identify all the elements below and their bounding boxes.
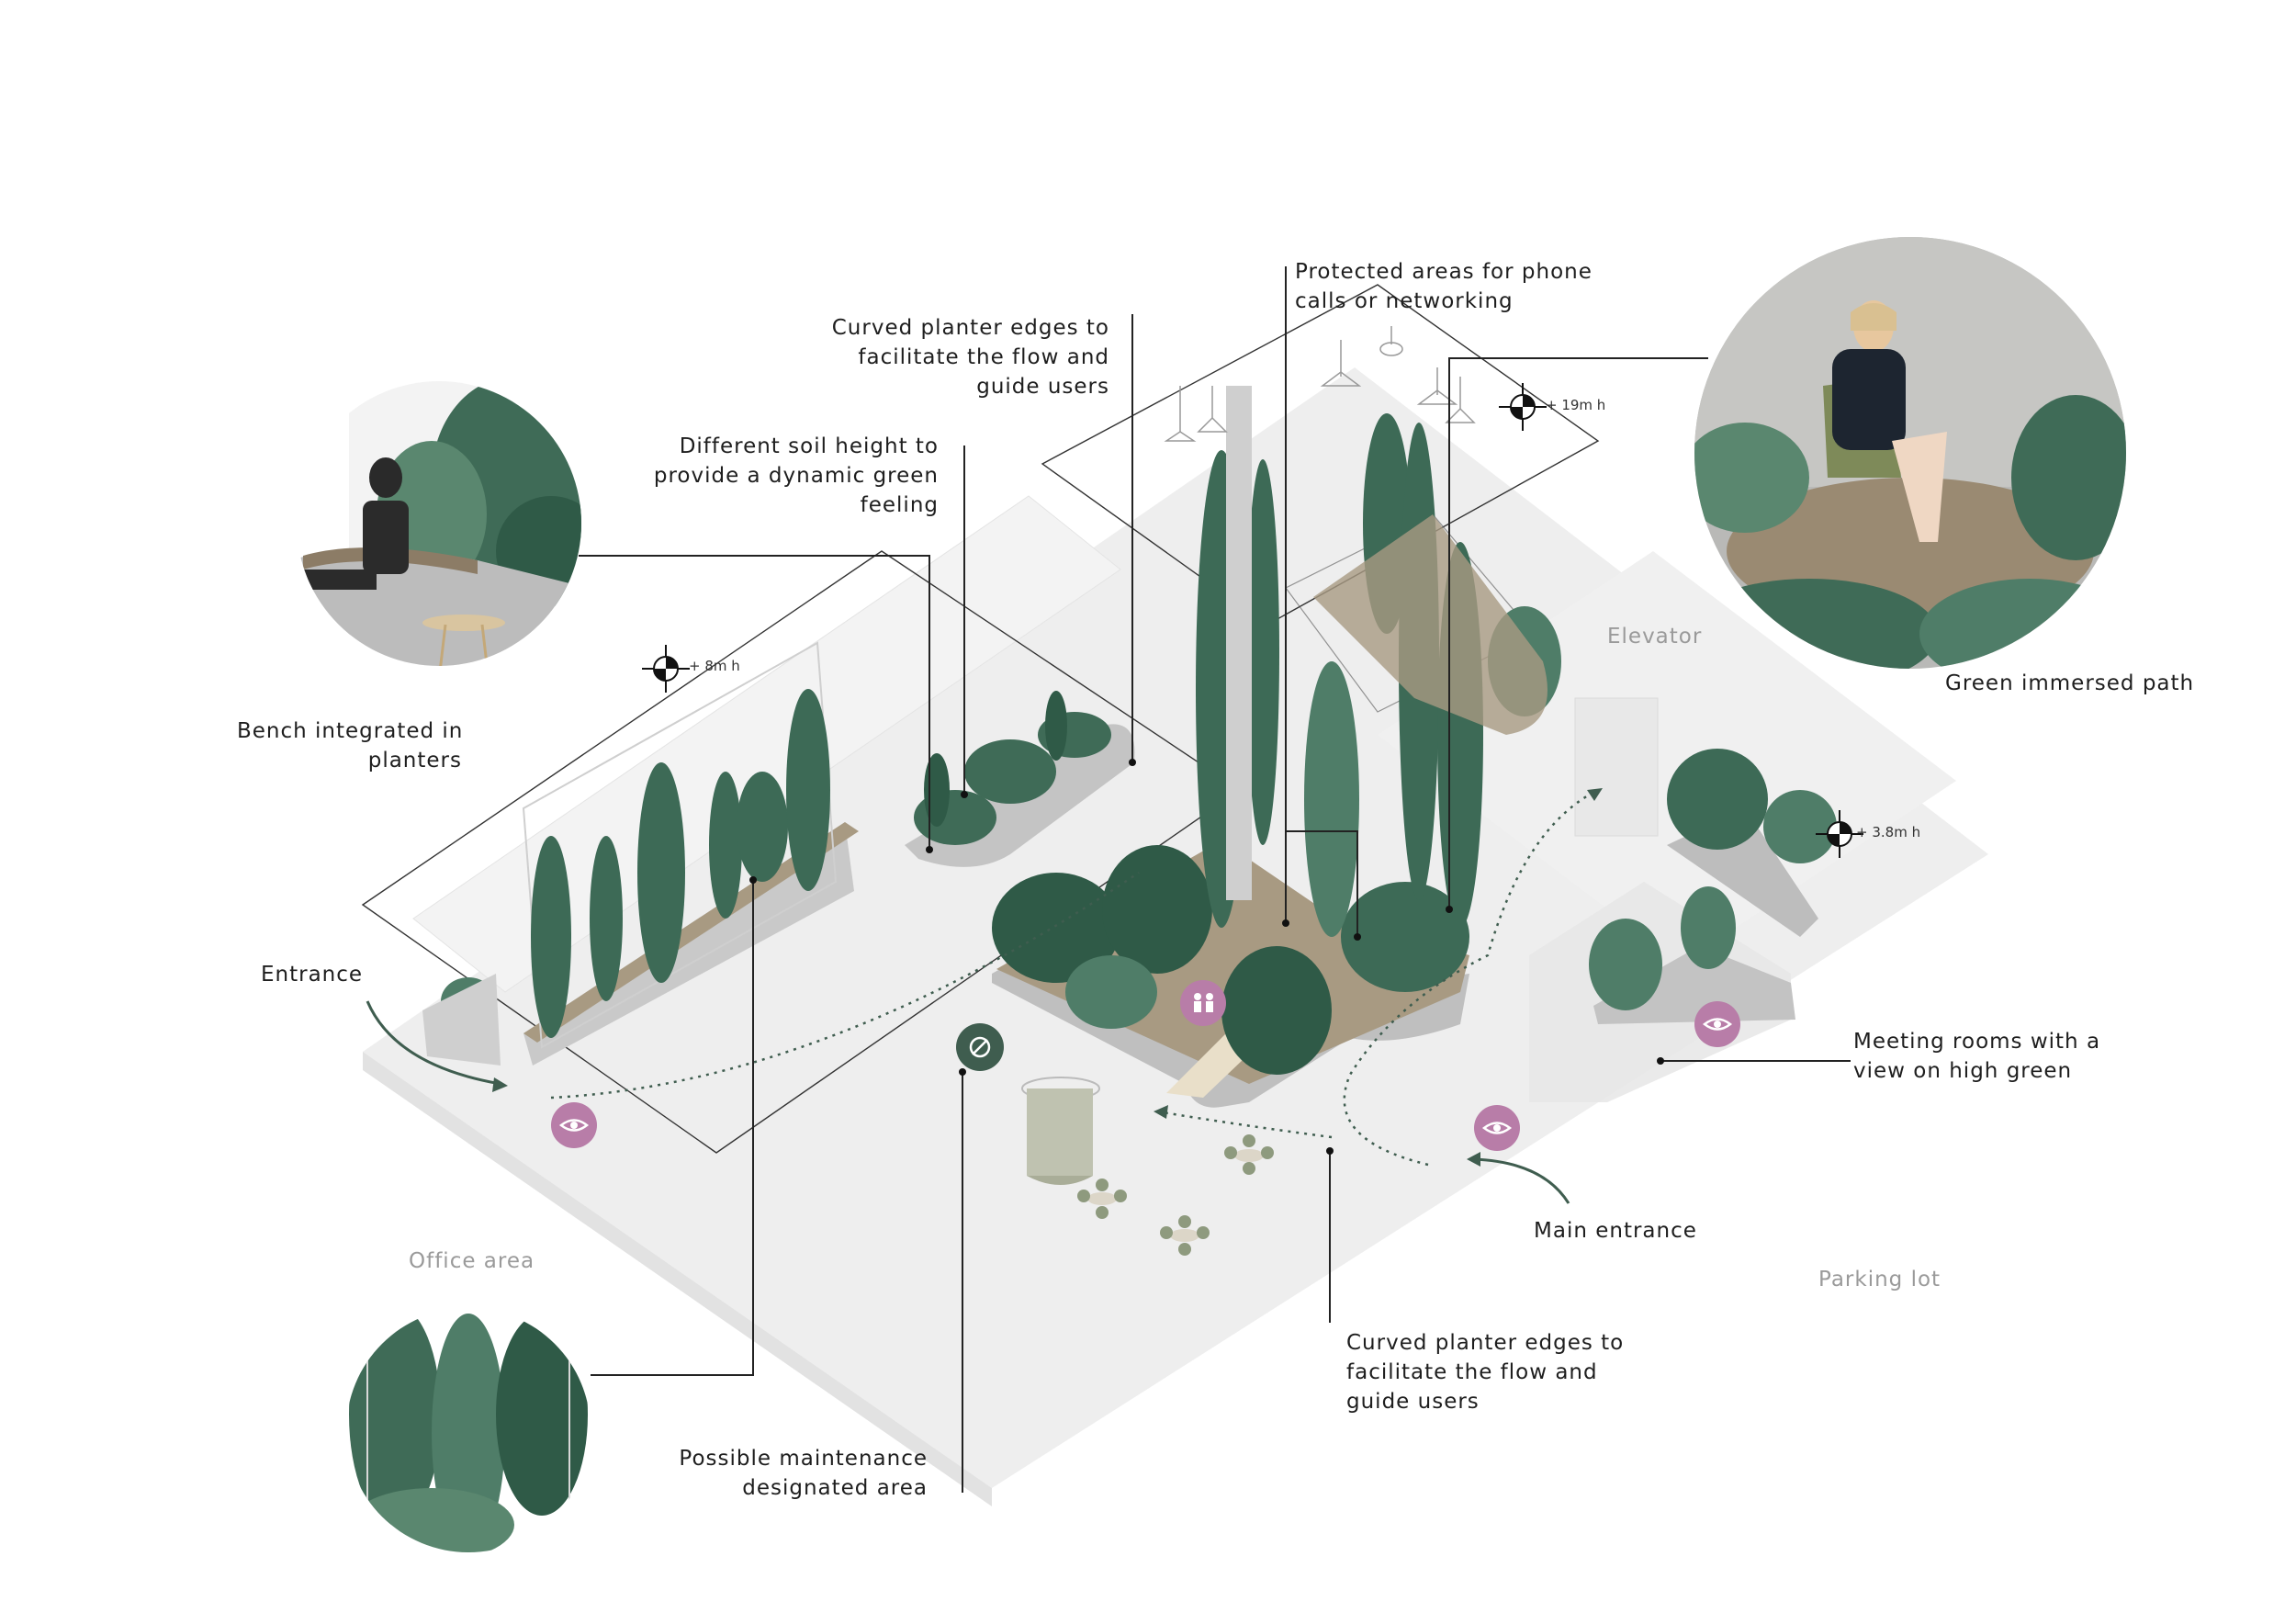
eye-icon (1474, 1105, 1520, 1151)
maintenance-icon (956, 1023, 1004, 1071)
leader-lines (579, 266, 1851, 1493)
label-soil-line: provide a dynamic green (653, 464, 939, 488)
people-icon (1180, 980, 1226, 1026)
label-maintenance-line: designated area (742, 1476, 928, 1500)
label-protected-line: calls or networking (1295, 289, 1514, 313)
leader-dots (749, 759, 1664, 1155)
label-bench-line: Bench integrated in (237, 719, 464, 743)
label-green-path: Green immersed path (1945, 671, 2195, 695)
height-marker-icon (642, 645, 690, 693)
vignette-office-greenery (346, 1308, 591, 1552)
frame-outline-top (1041, 284, 1600, 626)
height-label-3-8m: + 3.8m h (1856, 824, 1921, 840)
label-curved-bottom-line: Curved planter edges to (1346, 1331, 1625, 1355)
label-maintenance-line: Possible maintenance (679, 1447, 928, 1471)
vignette-green-path (1694, 237, 2126, 669)
plants-right-upper (1667, 749, 1837, 863)
main-entrance-arrow (1473, 1157, 1570, 1204)
plants-top-curved (914, 691, 1111, 845)
label-curved-bottom-line: guide users (1346, 1390, 1480, 1414)
central-planter-soil (996, 840, 1469, 1084)
label-curved-top-line: facilitate the flow and (858, 345, 1109, 369)
flow-arrow-head-cafe (1154, 1105, 1168, 1119)
height-marker-icon (1816, 810, 1863, 858)
main-entrance-arrow-head (1467, 1152, 1480, 1167)
height-marker-icon (1499, 383, 1547, 431)
leader-bench (579, 555, 930, 850)
central-plants (992, 845, 1469, 1075)
cafe-seating (1077, 1134, 1274, 1256)
label-meeting: Meeting rooms with a view on high green (1853, 1027, 2100, 1086)
eye-icon (551, 1102, 597, 1148)
phone-pod (1021, 1077, 1100, 1185)
eye-icon (1694, 1001, 1740, 1047)
label-main-entrance: Main entrance (1534, 1219, 1697, 1243)
ground-slab-shadow (363, 1052, 992, 1506)
label-bench-line: planters (367, 749, 462, 773)
zone-elevator: Elevator (1607, 625, 1703, 648)
label-entrance: Entrance (261, 963, 364, 987)
label-meeting-line: Meeting rooms with a (1853, 1030, 2101, 1054)
label-curved-top-line: guide users (976, 375, 1109, 399)
label-curved-bottom-line: facilitate the flow and (1346, 1360, 1598, 1384)
height-label-19m: + 19m h (1546, 397, 1606, 413)
label-curved-top-line: Curved planter edges to (831, 316, 1109, 340)
label-curved-top: Curved planter edges to facilitate the f… (827, 313, 1109, 401)
label-soil: Different soil height to provide a dynam… (643, 432, 939, 520)
label-maintenance: Possible maintenance designated area (675, 1444, 928, 1503)
central-column (1226, 386, 1252, 900)
plants-meeting (1589, 886, 1736, 1010)
building-block-left (412, 495, 1121, 993)
leader-green-path (1448, 357, 1708, 909)
vignette-bench (297, 381, 581, 666)
entrance-arrow (366, 1000, 501, 1086)
elevator-glass (1574, 697, 1659, 837)
height-label-8m: + 8m h (689, 658, 740, 674)
label-soil-line: feeling (860, 493, 939, 517)
pendant-lamps (1164, 326, 1476, 442)
label-soil-line: Different soil height to (679, 434, 939, 458)
label-bench: Bench integrated in planters (237, 716, 462, 775)
label-protected: Protected areas for phone calls or netwo… (1295, 257, 1593, 316)
label-protected-line: Protected areas for phone (1295, 260, 1593, 284)
leader-office-circle (591, 880, 754, 1376)
planter-meeting (1593, 946, 1795, 1024)
label-meeting-line: view on high green (1853, 1059, 2073, 1083)
entrance-planter (422, 974, 501, 1066)
leader-protected-b (1286, 830, 1358, 937)
label-curved-bottom: Curved planter edges to facilitate the f… (1346, 1328, 1624, 1416)
zone-parking: Parking lot (1818, 1268, 1941, 1291)
planter-upper-right (1313, 514, 1548, 735)
entrance-arrow-head (492, 1077, 508, 1092)
zone-office: Office area (409, 1249, 535, 1273)
flow-arrow-head-main (1587, 788, 1603, 801)
flow-path-main (1343, 788, 1599, 1167)
